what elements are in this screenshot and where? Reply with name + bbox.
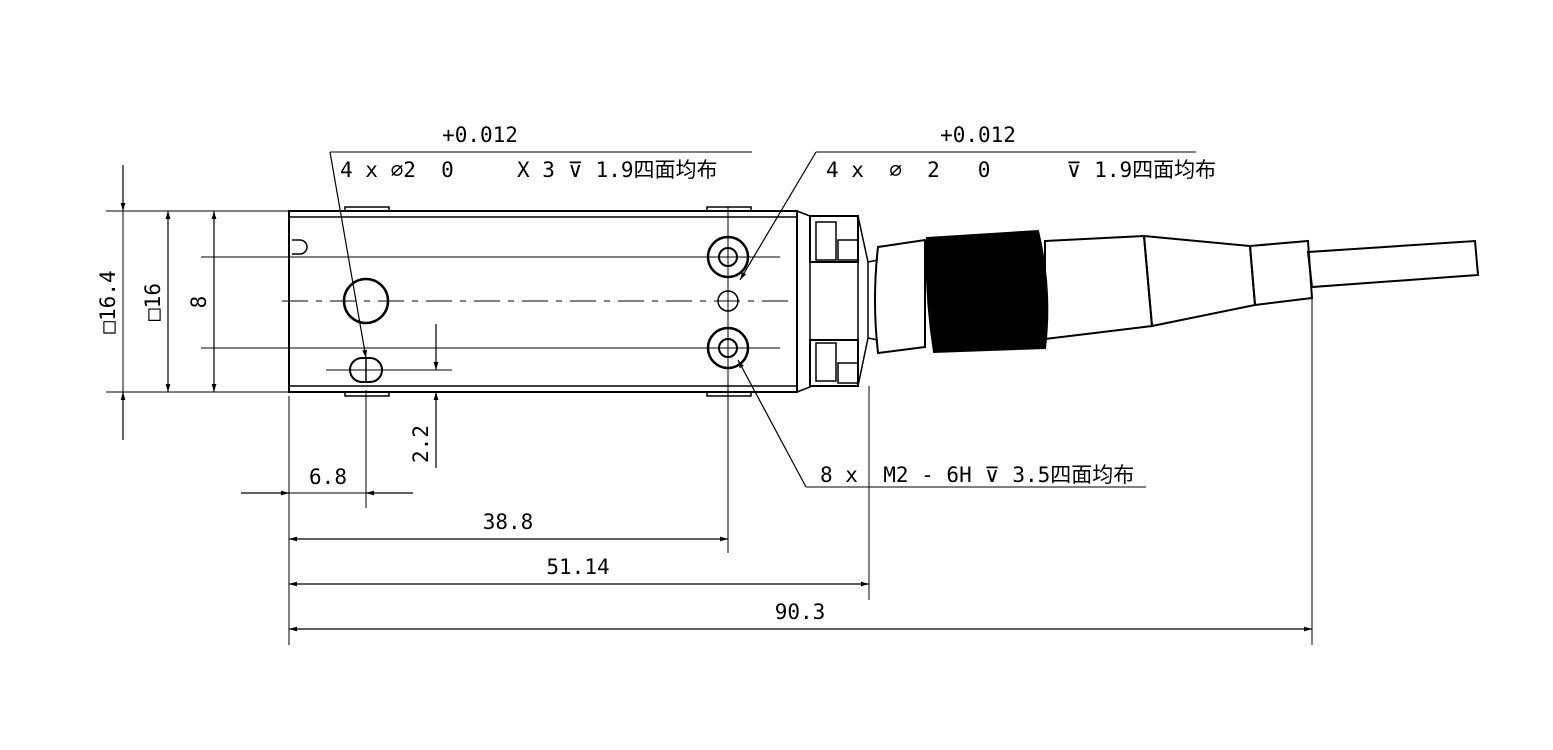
slot (326, 357, 452, 383)
connector-flange (796, 209, 869, 394)
cable (1306, 239, 1480, 289)
vertical-dimensions (106, 165, 439, 468)
dim-length-to-holes: 38.8 (483, 510, 534, 534)
dim-square-inner: □16 (141, 283, 165, 321)
center-lines (201, 207, 797, 553)
right-tolerance: +0.012 (940, 123, 1016, 147)
dim-slot-offset: 6.8 (309, 465, 347, 489)
dim-hole-spacing: 8 (187, 296, 211, 309)
left-hole-note: 4 x ∅2 0 X 3 ⊽ 1.9四面均布 (340, 158, 718, 182)
right-hole-note: 4 x ∅ 2 0 ⊽ 1.9四面均布 (826, 158, 1216, 182)
knurled-grip (925, 229, 1049, 354)
thread-note: 8 x M2 - 6H ⊽ 3.5四面均布 (820, 463, 1134, 487)
left-tolerance: +0.012 (442, 123, 518, 147)
cable-connector (867, 229, 1480, 355)
dim-length-to-connector: 51.14 (546, 555, 609, 579)
leader-lines (329, 151, 1196, 488)
pin-hole (342, 277, 390, 325)
dim-slot-height: 2.2 (409, 425, 433, 463)
dim-overall-length: 90.3 (775, 600, 826, 624)
threaded-holes (706, 235, 750, 370)
horizontal-dimensions (241, 298, 1313, 645)
dim-square-outer: □16.4 (96, 270, 120, 333)
